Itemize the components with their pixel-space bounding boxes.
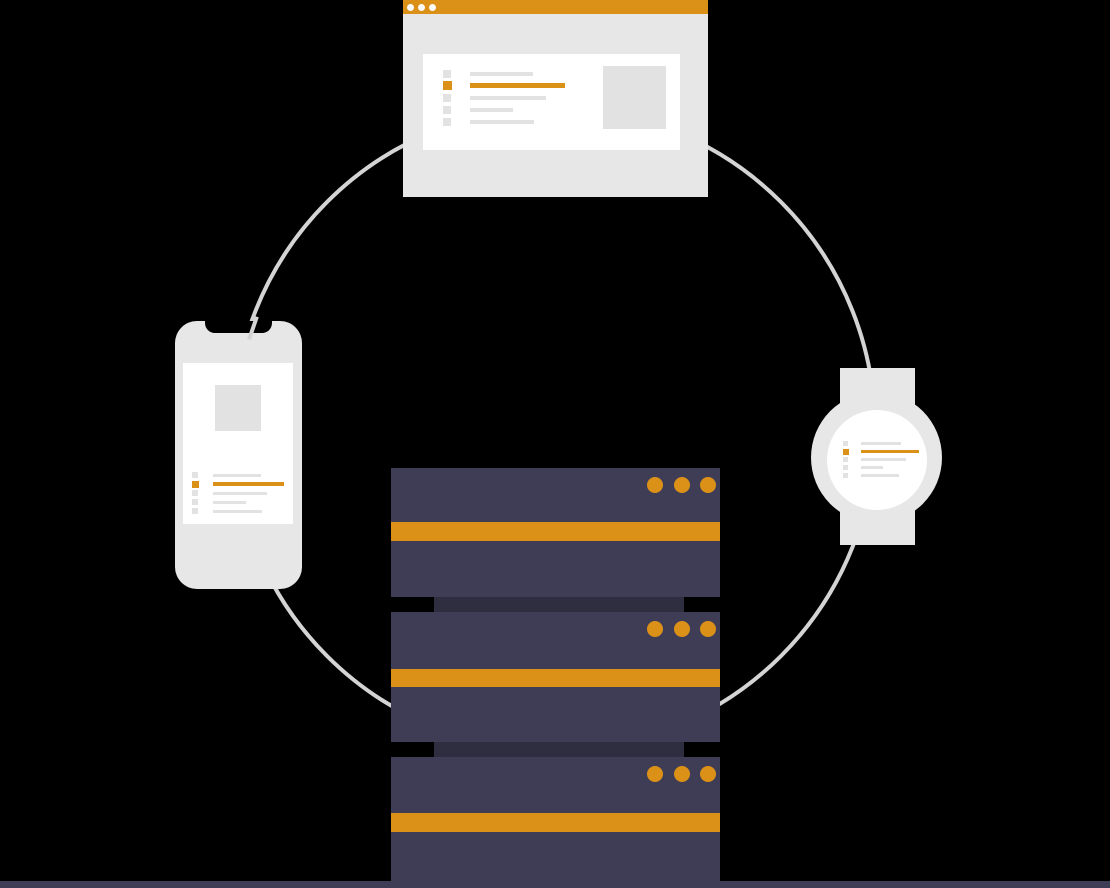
bullet-square <box>192 472 198 478</box>
bullet-square <box>192 480 199 488</box>
server-unit <box>391 756 720 888</box>
bullet-square <box>843 448 849 455</box>
text-line-placeholder <box>213 500 246 504</box>
server-connector <box>433 597 684 612</box>
watch-face <box>827 410 927 510</box>
skeleton-row-highlighted <box>192 480 284 488</box>
text-line-placeholder <box>470 71 533 76</box>
browser-window <box>403 0 708 197</box>
phone-notch <box>205 321 272 333</box>
skeleton-row-highlighted <box>443 81 565 90</box>
server-unit <box>391 468 720 597</box>
indicator-dot <box>647 620 663 637</box>
browser-content-card <box>423 54 680 150</box>
text-line-placeholder <box>861 449 919 454</box>
text-line-placeholder <box>470 83 565 88</box>
text-line-placeholder <box>213 509 262 513</box>
bullet-square <box>192 490 198 496</box>
indicator-dot <box>700 765 716 782</box>
server-indicator-lights <box>647 765 716 782</box>
indicator-dot <box>418 3 425 11</box>
bullet-square <box>443 117 451 126</box>
text-line-placeholder <box>470 107 513 112</box>
server-indicator-lights <box>647 620 716 637</box>
server-accent-band <box>391 668 720 687</box>
skeleton-row <box>843 441 919 446</box>
text-line-placeholder <box>213 491 267 495</box>
window-controls <box>407 3 436 11</box>
bullet-square <box>443 69 451 78</box>
text-line-placeholder <box>861 458 906 461</box>
bullet-square <box>843 441 848 446</box>
skeleton-row <box>843 465 919 470</box>
browser-titlebar <box>403 0 708 14</box>
skeleton-row <box>192 499 284 505</box>
bottom-edge-strip <box>0 881 1110 888</box>
image-placeholder <box>603 66 666 129</box>
text-line-placeholder <box>861 466 883 469</box>
indicator-dot <box>700 620 716 637</box>
indicator-dot <box>407 3 414 11</box>
indicator-dot <box>673 620 690 637</box>
text-line-placeholder <box>861 474 899 477</box>
skeleton-row-highlighted <box>843 448 919 455</box>
indicator-dot <box>647 765 663 782</box>
skeleton-row <box>443 117 565 126</box>
indicator-dot <box>673 477 690 493</box>
bullet-square <box>443 81 452 90</box>
text-line-placeholder <box>213 482 284 486</box>
image-placeholder <box>215 385 261 431</box>
skeleton-row <box>443 93 565 102</box>
server-connector <box>433 741 684 757</box>
bullet-square <box>443 105 451 114</box>
skeleton-row <box>843 457 919 462</box>
bullet-square <box>843 473 848 478</box>
indicator-dot <box>647 477 663 493</box>
smartwatch <box>811 355 942 560</box>
server-accent-band <box>391 521 720 541</box>
skeleton-row <box>192 472 284 478</box>
skeleton-row <box>192 508 284 514</box>
watch-skeleton-list <box>843 441 919 481</box>
indicator-dot <box>673 765 690 782</box>
text-line-placeholder <box>470 95 546 100</box>
bullet-square <box>843 465 848 470</box>
text-line-placeholder <box>861 442 901 445</box>
indicator-dot <box>700 477 716 493</box>
skeleton-row <box>192 490 284 496</box>
server-accent-band <box>391 812 720 832</box>
server-indicator-lights <box>647 477 716 493</box>
skeleton-row <box>443 69 565 78</box>
bullet-square <box>843 457 848 462</box>
phone-skeleton-list <box>192 472 284 517</box>
bullet-square <box>192 499 198 505</box>
phone-screen <box>183 363 293 524</box>
bullet-square <box>443 93 451 102</box>
skeleton-row <box>443 105 565 114</box>
smartphone <box>175 316 302 589</box>
skeleton-row <box>843 473 919 478</box>
text-line-placeholder <box>213 473 261 477</box>
browser-skeleton-list <box>443 69 565 129</box>
server-unit <box>391 611 720 742</box>
bullet-square <box>192 508 198 514</box>
text-line-placeholder <box>470 119 534 124</box>
server-rack <box>391 468 720 888</box>
indicator-dot <box>429 3 436 11</box>
